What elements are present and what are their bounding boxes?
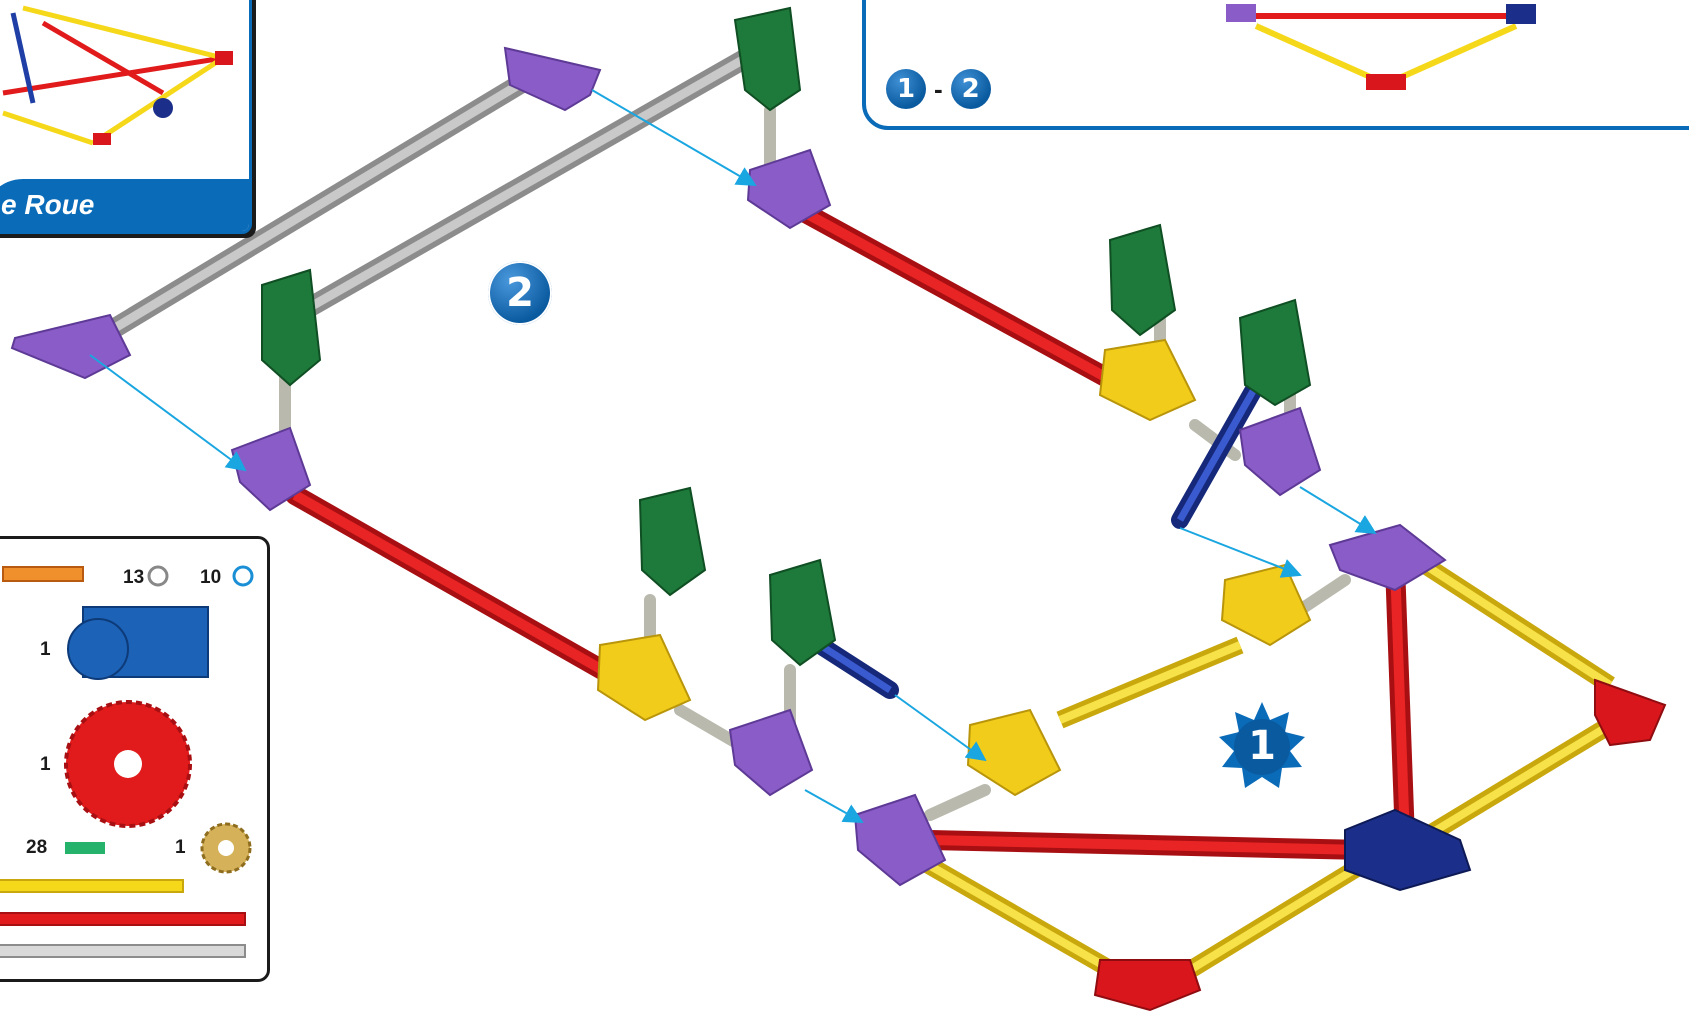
red-rods bbox=[285, 200, 1415, 860]
step-range-start-badge: 1 bbox=[886, 69, 926, 109]
step-2-badge: 2 bbox=[488, 261, 552, 325]
blue-rods bbox=[811, 361, 1274, 699]
qty-motor: 1 bbox=[40, 639, 51, 660]
step-range: 1 - 2 bbox=[886, 68, 991, 110]
thumbnail-title: e Roue bbox=[0, 179, 249, 231]
yellow-rods bbox=[915, 557, 1615, 983]
step-1-label: 1 bbox=[1248, 723, 1276, 769]
step-preview-panel bbox=[862, 0, 1689, 130]
qty-big-gear: 1 bbox=[40, 754, 51, 775]
qty-green-clip: 28 bbox=[26, 837, 48, 858]
assembly-arrows bbox=[89, 89, 1377, 823]
step-preview-image bbox=[1226, 4, 1536, 90]
red-connectors bbox=[1093, 678, 1667, 1012]
navy-hub bbox=[1344, 808, 1472, 892]
parts-list-panel: 13 10 1 1 28 1 bbox=[0, 536, 270, 982]
yellow-connectors bbox=[596, 338, 1312, 797]
qty-blue-connector: 10 bbox=[200, 567, 222, 588]
thumbnail-image bbox=[2, 5, 233, 146]
thumbnail-panel: e Roue bbox=[0, 0, 252, 234]
parts-illustrations bbox=[0, 565, 254, 958]
gray-rods bbox=[85, 40, 770, 350]
qty-gray-connector: 13 bbox=[123, 567, 145, 588]
step-range-separator: - bbox=[934, 73, 943, 104]
step-range-end-badge: 2 bbox=[950, 69, 991, 109]
qty-small-gear: 1 bbox=[175, 837, 186, 858]
green-connectors bbox=[261, 6, 1312, 667]
step-1-star-badge bbox=[1219, 702, 1305, 788]
